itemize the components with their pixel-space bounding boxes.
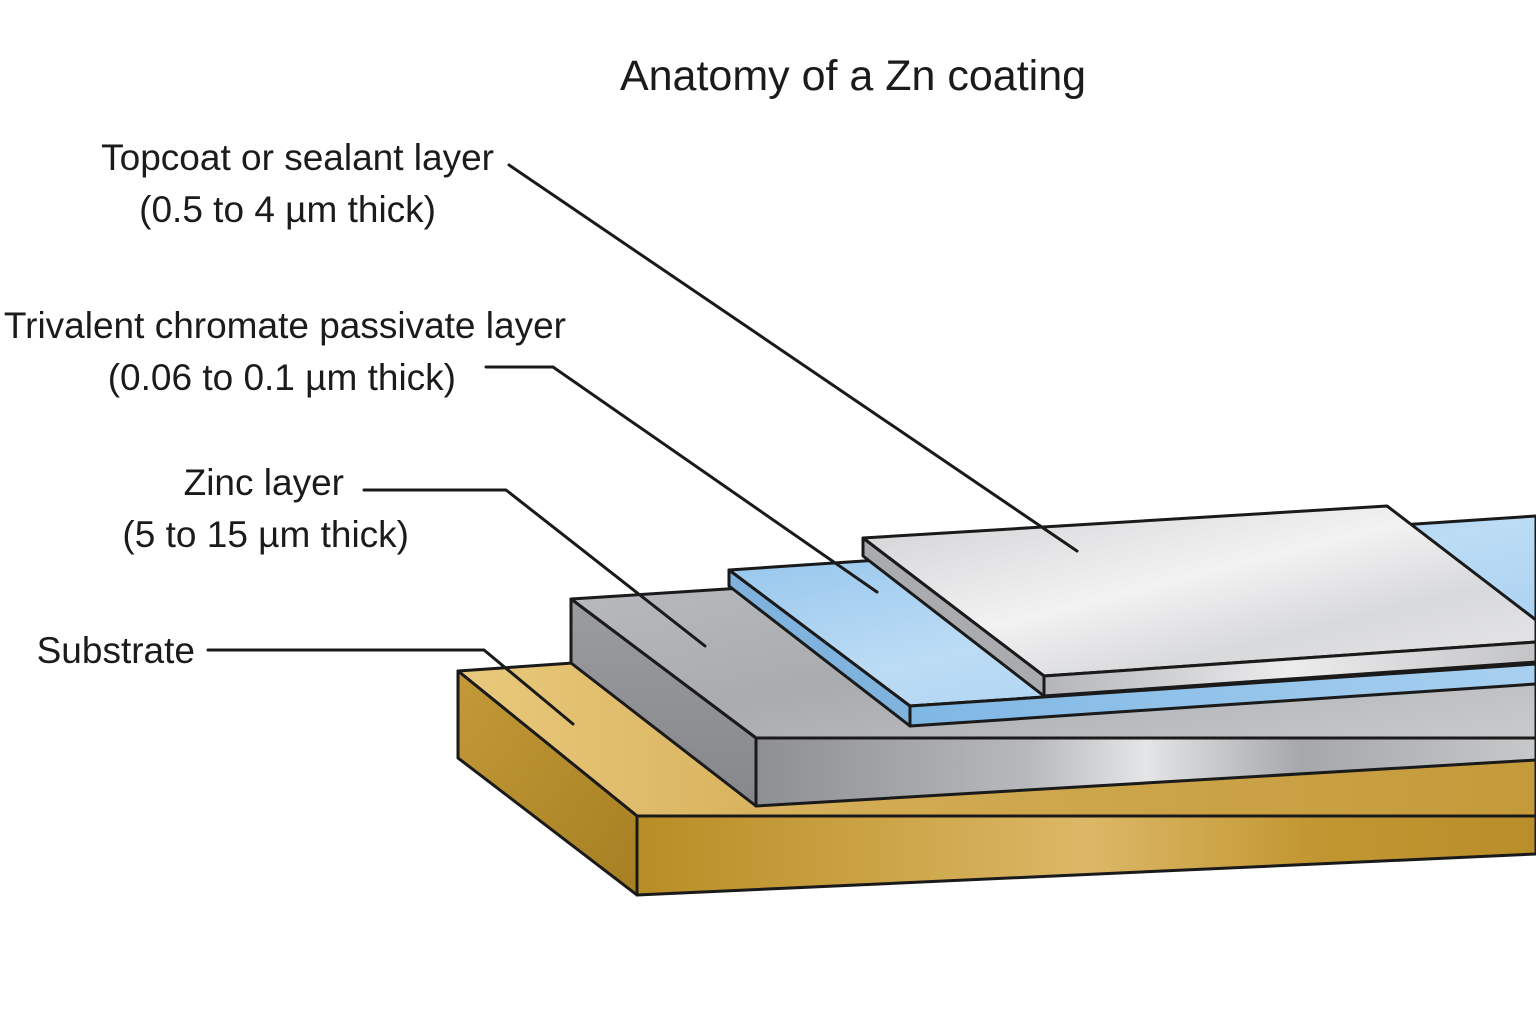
substrate-front-face xyxy=(635,814,1536,897)
zinc-thickness: (5 to 15 µm thick) xyxy=(122,514,409,555)
chromate-front-face xyxy=(908,662,1536,728)
chromate-label: Trivalent chromate passivate layer xyxy=(4,305,566,346)
topcoat-front-face xyxy=(1042,640,1536,698)
zinc-label: Zinc layer xyxy=(184,462,344,503)
diagram-title: Anatomy of a Zn coating xyxy=(620,52,1086,100)
topcoat-leader-line xyxy=(507,163,1079,553)
chromate-thickness: (0.06 to 0.1 µm thick) xyxy=(108,357,456,398)
topcoat-label: Topcoat or sealant layer xyxy=(101,137,494,178)
zinc-front-face xyxy=(754,736,1536,808)
substrate-label: Substrate xyxy=(37,630,195,671)
substrate-leader-line xyxy=(206,648,575,726)
topcoat-thickness: (0.5 to 4 µm thick) xyxy=(139,189,436,230)
zinc-leader-line xyxy=(362,488,707,648)
chromate-leader-line xyxy=(484,365,879,594)
topcoat-block xyxy=(861,504,1536,698)
